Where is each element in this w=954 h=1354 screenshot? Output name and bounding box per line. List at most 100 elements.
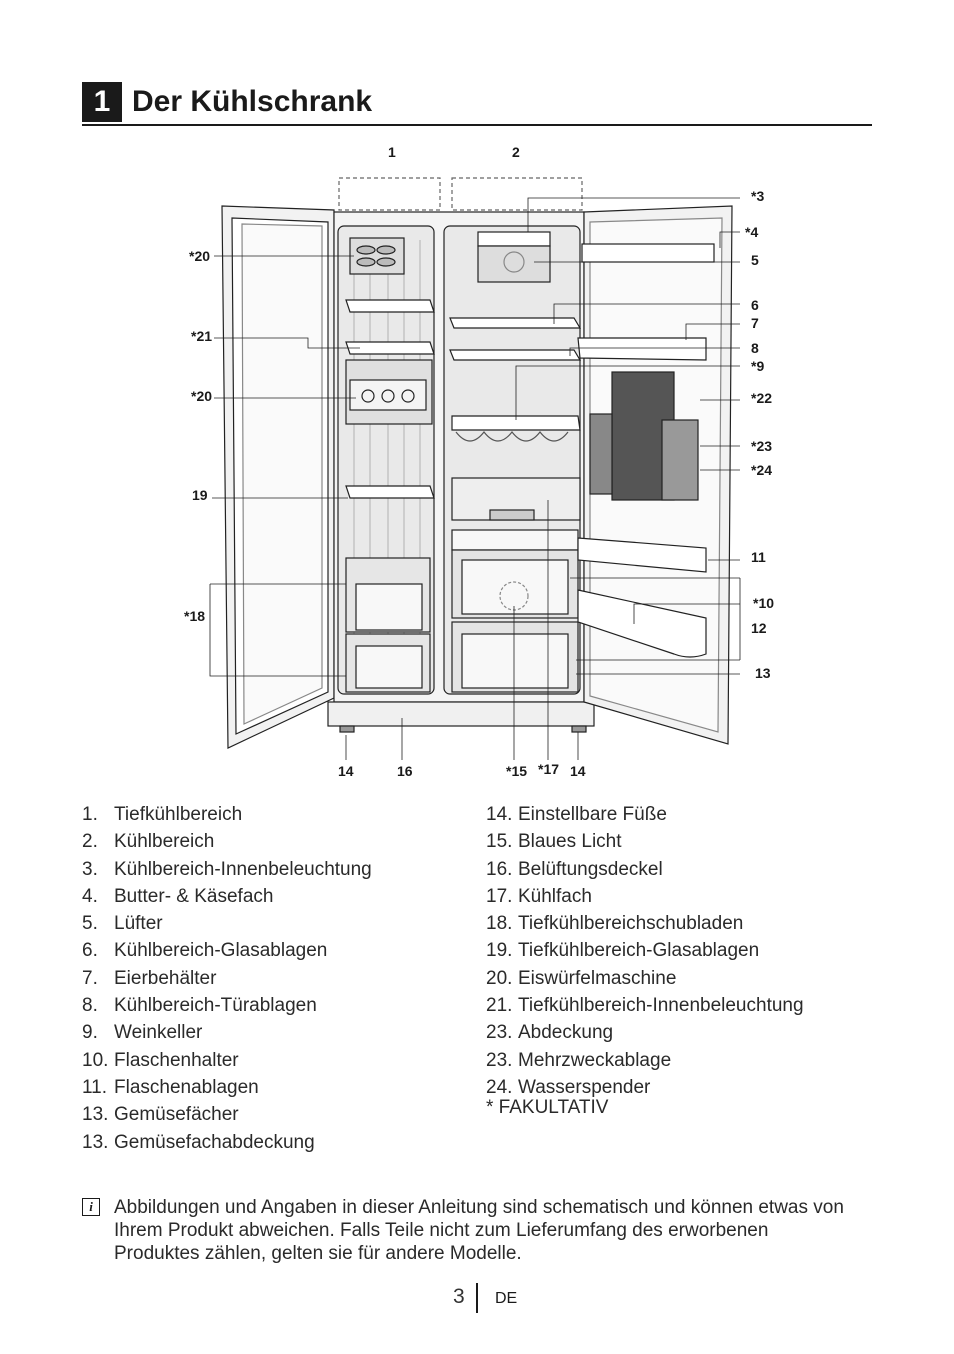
legend-number: 6.	[82, 940, 98, 962]
callout-17: *17	[538, 761, 559, 777]
legend-text: Flaschenhalter	[114, 1049, 239, 1071]
legend-number: 11.	[82, 1076, 108, 1098]
legend-item: 9. Weinkeller	[82, 1019, 372, 1046]
fan	[477, 245, 551, 283]
section-title: Der Kühlschrank	[132, 85, 373, 118]
callout-20b: *20	[191, 388, 212, 404]
legend-item: 5.Lüfter	[82, 910, 372, 937]
callout-13: 13	[755, 665, 771, 681]
callout-16: 16	[397, 763, 413, 779]
legend-text: Tiefkühlbereich-Innenbeleuchtung	[518, 995, 804, 1017]
callout-4: *4	[745, 224, 758, 240]
legend-text: Mehrzweckablage	[518, 1049, 672, 1071]
legend-item: 16.Belüftungsdeckel	[486, 856, 804, 883]
callout-24: *24	[751, 462, 772, 478]
legend-text: Kühlfach	[518, 885, 592, 907]
bottle-holder	[577, 589, 707, 658]
callout-18: *18	[184, 608, 205, 624]
door-shelf	[577, 337, 707, 361]
legend-number: 1.	[82, 804, 98, 825]
legend-left: 1. Tiefkühlbereich 2. Kühlbereich 3. Kühlbere…	[82, 801, 372, 1156]
legend-number: 10.	[82, 1049, 109, 1071]
legend-item: 23.Mehrzweckablage	[486, 1047, 804, 1074]
legend-text: Tiefkühlbereich	[114, 804, 243, 825]
legend-text: Lüfter	[114, 913, 163, 935]
legend-item: 24.Wasserspender	[486, 1074, 804, 1101]
legend-number: 7.	[82, 967, 98, 989]
leader-lines	[209, 197, 741, 760]
diagram-drawing	[221, 177, 733, 749]
legend-text: Weinkeller	[114, 1022, 203, 1044]
legend-number: 13.	[82, 1131, 109, 1153]
callout-7: 7	[751, 315, 759, 331]
legend-item: 13.Gemüsefächer	[82, 1101, 372, 1128]
legend-number: 2.	[82, 831, 98, 853]
callout-labels: 1 2 *3 *4 5 6 7 8 *9 *22 *23 *24 11 *10 …	[184, 144, 774, 779]
legend-number: 13.	[82, 1104, 109, 1126]
legend-item: 13.Gemüsefachabdeckung	[82, 1129, 372, 1156]
legend-text: Kühlbereich-Glasablagen	[114, 940, 328, 962]
legend-item: 21.Tiefkühlbereich-Innenbeleuchtung	[486, 992, 804, 1019]
legend-number: 16.	[486, 858, 513, 880]
legend-number: 4.	[82, 885, 98, 907]
legend-item: 15.Blaues Licht	[486, 828, 804, 855]
callout-11: 11	[751, 549, 766, 565]
legend-number: 23.	[486, 1022, 513, 1044]
wine-rack	[451, 415, 581, 431]
legend-item: 14.Einstellbare Füße	[486, 801, 804, 828]
legend-text: Butter- & Käsefach	[114, 885, 274, 907]
legend-text: Tiefkühlbereich-Glasablagen	[518, 940, 760, 962]
legend-item: 17.Kühlfach	[486, 883, 804, 910]
legend-number: 23.	[486, 1049, 513, 1071]
page-number: 3	[453, 1285, 465, 1308]
callout-14a: 14	[338, 763, 354, 779]
legend-text: Eiswürfelmaschine	[518, 967, 677, 989]
legend-item: 18.Tiefkühlbereichschubladen	[486, 910, 804, 937]
legend-text: Kühlbereich-Türablagen	[114, 995, 317, 1017]
callout-9: *9	[751, 358, 764, 374]
legend-item: 2. Kühlbereich	[82, 828, 372, 855]
legend-number: 20.	[486, 967, 513, 989]
legend-text: Gemüsefächer	[114, 1104, 239, 1126]
legend-text: Eierbehälter	[114, 967, 217, 989]
callout-14b: 14	[570, 763, 586, 779]
freezer-zone-bracket	[338, 177, 441, 211]
callout-2: 2	[512, 144, 520, 160]
legend-number: 3.	[82, 858, 98, 880]
page-divider	[476, 1283, 478, 1313]
callout-12: 12	[751, 620, 767, 636]
callout-20a: *20	[189, 248, 210, 264]
legend-number: 14.	[486, 804, 513, 825]
legend-item: 4. Butter- & Käsefach	[82, 883, 372, 910]
legend-text: Gemüsefachabdeckung	[114, 1131, 315, 1153]
legend-text: Flaschenablagen	[114, 1076, 259, 1098]
legend-number: 17.	[486, 885, 513, 907]
legend-text: Abdeckung	[518, 1022, 614, 1044]
info-icon: i	[82, 1198, 100, 1216]
legend-text: Tiefkühlbereichschubladen	[518, 913, 744, 935]
section-number: 1	[82, 82, 122, 122]
ice-maker	[349, 237, 405, 275]
vent-cover	[327, 701, 595, 727]
legend-item: 8. Kühlbereich-Türablagen	[82, 992, 372, 1019]
legend-number: 18.	[486, 913, 513, 935]
legend-text: Kühlbereich-Innenbeleuchtung	[114, 858, 372, 880]
legend-text: Einstellbare Füße	[518, 804, 667, 825]
legend-item: 7. Eierbehälter	[82, 965, 372, 992]
callout-23: *23	[751, 438, 772, 454]
callout-21: *21	[191, 328, 212, 344]
legend-item: 23.Abdeckung	[486, 1019, 804, 1046]
legend-number: 8.	[82, 995, 98, 1017]
legend-item: 1. Tiefkühlbereich	[82, 801, 372, 828]
callout-8: 8	[751, 340, 759, 356]
legend-number: 15.	[486, 831, 513, 853]
legend-text: Blaues Licht	[518, 831, 622, 853]
bottle-shelf	[577, 537, 707, 573]
legend-number: 9.	[82, 1022, 98, 1044]
freezer-shelf	[345, 299, 435, 313]
legend-item: 10.Flaschenhalter	[82, 1047, 372, 1074]
language-code: DE	[495, 1290, 518, 1307]
callout-22: *22	[751, 390, 772, 406]
legend-text: Kühlbereich	[114, 831, 215, 853]
